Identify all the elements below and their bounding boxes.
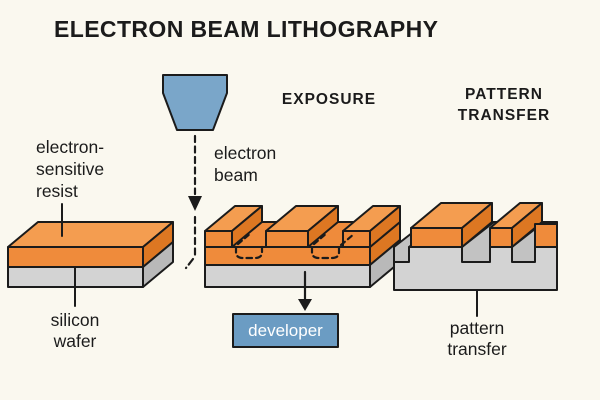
resist-label-line3: resist <box>36 181 78 201</box>
blockC-front-face <box>534 223 558 248</box>
resist-label-line2: sensitive <box>36 159 105 179</box>
blockA-front-face <box>410 227 463 248</box>
electron-beam-label: electron beam <box>214 142 276 186</box>
structure-pattern-transferred <box>393 202 558 291</box>
diagram-shapes <box>7 74 558 348</box>
exposed-region2-dashed-outline <box>310 245 341 260</box>
resist-front-face <box>7 246 144 268</box>
silicon-wafer-label-line1: silicon <box>50 310 100 330</box>
structure-exposed-resist <box>204 205 401 288</box>
ridge2-front-face <box>265 230 309 248</box>
ridge1-front-face <box>204 230 233 248</box>
pattern-transfer-header-line1: PATTERN <box>465 86 543 103</box>
developer-arrowhead-icon <box>298 299 312 311</box>
exposed-region1-floor-dash <box>236 231 253 246</box>
exposed-region1-dashed-outline <box>234 245 264 260</box>
developer-label: developer <box>248 320 323 340</box>
electron-beam-dash-tail <box>184 257 195 270</box>
page-title: ELECTRON BEAM LITHOGRAPHY <box>54 16 439 42</box>
pattern-transfer-header-line2: TRANSFER <box>457 107 551 124</box>
exposed-region3-floor-dash <box>339 232 356 247</box>
exposed-region2-floor-dash <box>312 231 329 246</box>
electron-beam-arrowhead-icon <box>188 196 202 211</box>
blockB-front-face <box>489 227 513 248</box>
resist-label: electron- sensitive resist <box>36 136 104 202</box>
exposed-wafer-front-face <box>204 264 371 288</box>
exposed-resist-front-face <box>204 246 371 266</box>
ridge3-front-face <box>342 230 371 248</box>
pattern-transfer-label-line1: pattern <box>449 318 505 338</box>
silicon-wafer-label-line2: wafer <box>53 331 97 351</box>
electron-beam-label-line1: electron <box>214 143 277 163</box>
electron-gun-icon <box>162 74 228 131</box>
resist-label-line1: electron- <box>36 137 105 157</box>
developer-box <box>232 313 339 348</box>
structure-resist-on-wafer <box>7 221 174 288</box>
electron-beam-label-line2: beam <box>214 165 258 185</box>
silicon-wafer-label: silicon wafer <box>25 310 125 352</box>
exposure-header: EXPOSURE <box>281 91 377 108</box>
pattern-transfer-label: pattern transfer <box>427 318 527 360</box>
pattern-transfer-label-line2: transfer <box>447 339 507 359</box>
pattern-transfer-header: PATTERN TRANSFER <box>443 84 565 126</box>
